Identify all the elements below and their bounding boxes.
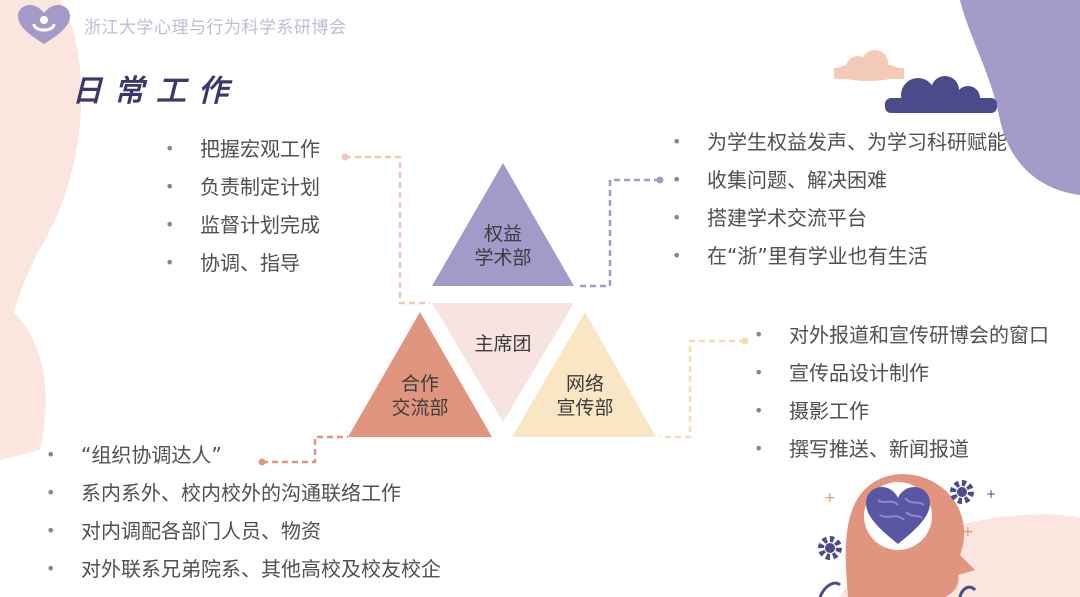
list-item: 为学生权益发声、为学习科研赋能 <box>672 123 1007 161</box>
rights-duties-list: 为学生权益发声、为学习科研赋能 收集问题、解决困难 搭建学术交流平台 在“浙”里… <box>672 123 1007 275</box>
sparkle-icon: + <box>824 490 836 506</box>
list-item: 在“浙”里有学业也有生活 <box>672 237 1007 275</box>
list-item: 协调、指导 <box>165 244 320 282</box>
triangle-cooperation-line2: 交流部 <box>380 396 460 420</box>
peach-blob-left-lower <box>0 300 46 460</box>
triangle-media-line2: 宣传部 <box>545 396 625 420</box>
list-item: 搭建学术交流平台 <box>672 199 1007 237</box>
connector-presidium <box>345 157 430 303</box>
triangle-rights-line2: 学术部 <box>463 246 543 270</box>
triangle-media-line1: 网络 <box>545 372 625 396</box>
list-item: 监督计划完成 <box>165 206 320 244</box>
connector-media <box>660 341 745 437</box>
list-item: 收集问题、解决困难 <box>672 161 1007 199</box>
triangle-rights-line1: 权益 <box>463 222 543 246</box>
gear-icon <box>953 483 971 501</box>
cooperation-duties-list: “组织协调达人” 系内系外、校内校外的沟通联络工作 对内调配各部门人员、物资 对… <box>46 436 441 588</box>
list-item: 把握宏观工作 <box>165 130 320 168</box>
list-item: 负责制定计划 <box>165 168 320 206</box>
presidium-duties-list: 把握宏观工作 负责制定计划 监督计划完成 协调、指导 <box>165 130 320 282</box>
list-item: 对外报道和宣传研博会的窗口 <box>754 316 1049 354</box>
org-name: 浙江大学心理与行为科学系研博会 <box>84 13 347 38</box>
cloud-icon <box>885 76 997 113</box>
list-item: 对内调配各部门人员、物资 <box>46 512 441 550</box>
brain-head-icon <box>846 474 975 597</box>
triangle-cooperation-label: 合作 交流部 <box>380 372 460 420</box>
list-item: 摄影工作 <box>754 392 1049 430</box>
triangle-rights-label: 权益 学术部 <box>463 222 543 270</box>
media-duties-list: 对外报道和宣传研博会的窗口 宣传品设计制作 摄影工作 撰写推送、新闻报道 <box>754 316 1049 468</box>
list-item: 对外联系兄弟院系、其他高校及校友校企 <box>46 550 441 588</box>
list-item: 撰写推送、新闻报道 <box>754 430 1049 468</box>
triangle-presidium-label: 主席团 <box>463 332 543 356</box>
triangle-cooperation-line1: 合作 <box>380 372 460 396</box>
list-item: 系内系外、校内校外的沟通联络工作 <box>46 474 441 512</box>
list-item: “组织协调达人” <box>46 436 441 474</box>
gear-icon <box>821 539 839 557</box>
connector-rights <box>580 180 660 286</box>
triangle-media-label: 网络 宣传部 <box>545 372 625 420</box>
cloud-icon <box>834 50 904 81</box>
sparkle-icon: + <box>986 487 996 501</box>
list-item: 宣传品设计制作 <box>754 354 1049 392</box>
section-title: 日常工作 <box>72 66 240 110</box>
sparkle-icon: + <box>962 524 974 540</box>
